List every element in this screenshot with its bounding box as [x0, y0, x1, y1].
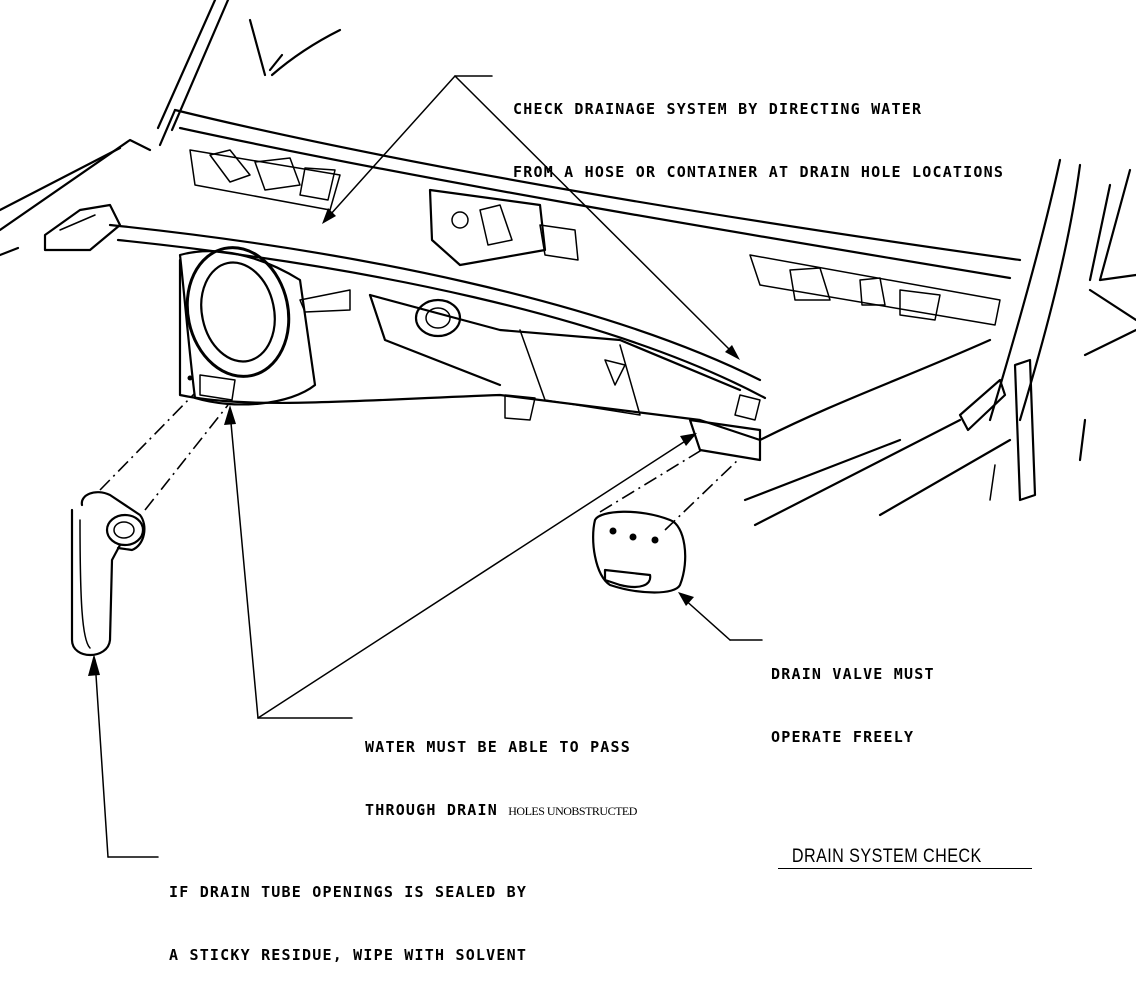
drain-tube-note: IF DRAIN TUBE OPENINGS IS SEALED BY A ST…	[169, 840, 527, 1008]
center-bracket	[428, 188, 579, 267]
water-pass-line-1: WATER MUST BE ABLE TO PASS	[365, 738, 631, 756]
drain-system-diagram: CHECK DRAINAGE SYSTEM BY DIRECTING WATER…	[0, 0, 1136, 964]
water-pass-note: WATER MUST BE ABLE TO PASS THROUGH DRAIN…	[365, 695, 637, 864]
right-fender	[743, 158, 1136, 527]
drain-valve-note: DRAIN VALVE MUST OPERATE FREELY	[771, 622, 935, 790]
drain-tube-line-1: IF DRAIN TUBE OPENINGS IS SEALED BY	[169, 883, 528, 901]
cowl-lower-panel	[178, 258, 762, 462]
left-windshield-pillar	[156, 0, 342, 132]
water-pass-line-2a: THROUGH DRAIN	[365, 801, 509, 819]
check-drainage-note: CHECK DRAINAGE SYSTEM BY DIRECTING WATER…	[513, 57, 1004, 225]
drain-tube	[70, 491, 146, 656]
drain-tube-line-2: A STICKY RESIDUE, WIPE WITH SOLVENT	[169, 946, 528, 964]
leader-lines	[88, 75, 763, 858]
installation-guide-lines	[99, 392, 741, 531]
drain-valve	[592, 510, 687, 594]
figure-title-underline	[778, 868, 1032, 869]
left-fender	[0, 138, 152, 257]
figure-title: DRAIN SYSTEM CHECK	[791, 846, 982, 867]
drain-valve-line-1: DRAIN VALVE MUST	[771, 665, 935, 683]
cowl-illustration	[0, 0, 1136, 858]
drain-valve-line-2: OPERATE FREELY	[771, 728, 915, 746]
water-pass-line-2: THROUGH DRAIN HOLES UNOBSTRUCTED	[365, 800, 637, 822]
left-plenum	[178, 246, 317, 406]
water-pass-line-2b: HOLES UNOBSTRUCTED	[508, 804, 637, 818]
check-drainage-line-1: CHECK DRAINAGE SYSTEM BY DIRECTING WATER	[513, 100, 923, 118]
check-drainage-line-2: FROM A HOSE OR CONTAINER AT DRAIN HOLE L…	[513, 163, 1005, 181]
